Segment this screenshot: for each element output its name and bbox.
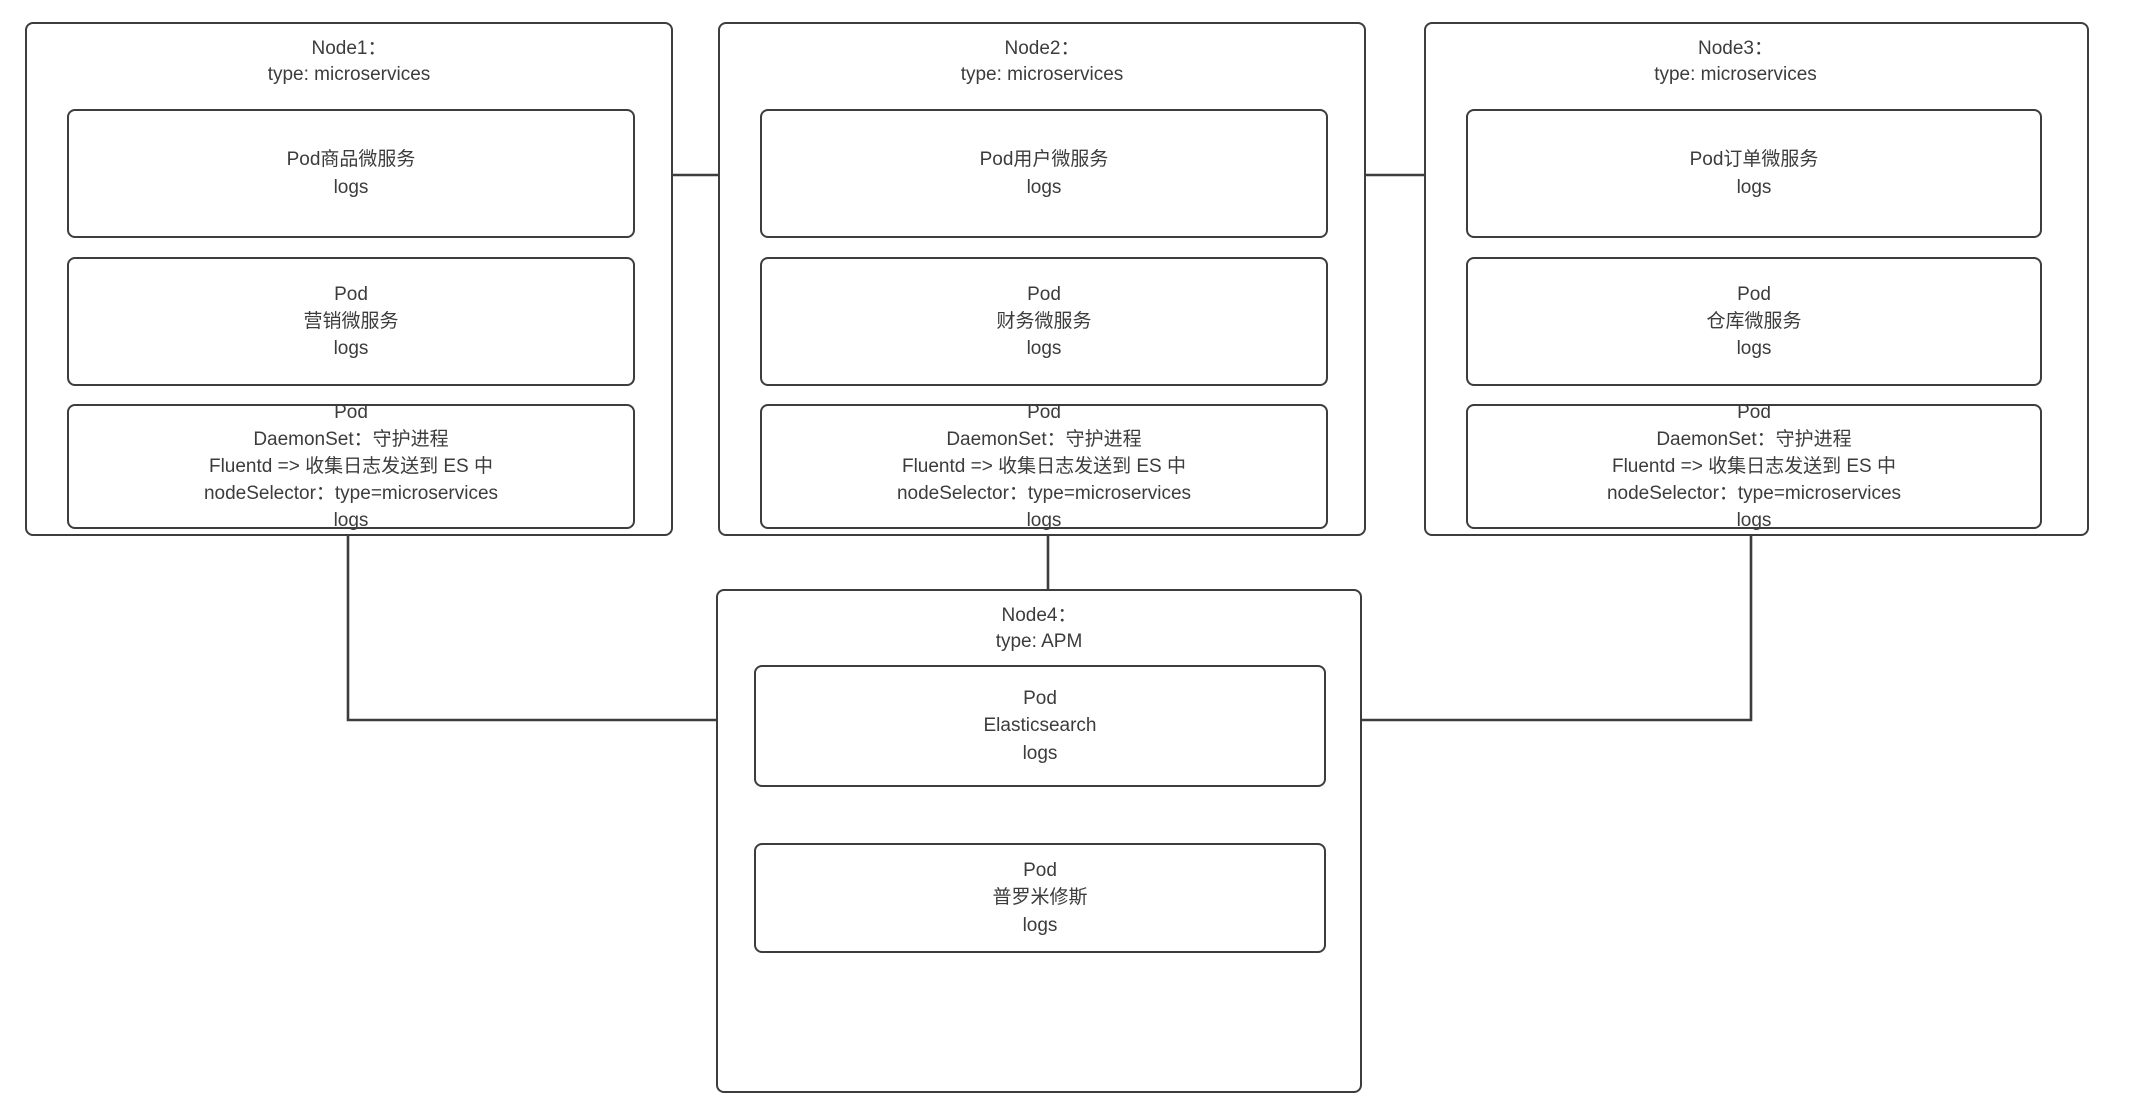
node1-pod-marketing-label: Pod 营销微服务 logs <box>303 283 399 360</box>
node-container-node4[interactable]: Node4： type: APM Pod Elasticsearch logs … <box>716 589 1362 1093</box>
node1-title: Node1： type: microservices <box>267 38 431 86</box>
node3-pod-order[interactable]: Pod订单微服务 logs <box>1466 109 2042 238</box>
edge-node3-daemonset-to-elasticsearch <box>1339 527 1753 729</box>
node4-pod-prometheus[interactable]: Pod 普罗米修斯 logs <box>754 843 1326 953</box>
node3-pod-daemonset-label: Pod DaemonSet：守护进程 Fluentd => 收集日志发送到 ES… <box>1606 401 1902 532</box>
node1-pod-product[interactable]: Pod商品微服务 logs <box>67 109 635 238</box>
node1-pod-daemonset[interactable]: Pod DaemonSet：守护进程 Fluentd => 收集日志发送到 ES… <box>67 402 635 531</box>
node4-pod-elasticsearch[interactable]: Pod Elasticsearch logs <box>754 665 1326 787</box>
node-container-node2[interactable]: Node2： type: microservices Pod用户微服务 logs… <box>718 22 1366 536</box>
node-container-node3[interactable]: Node3： type: microservices Pod订单微服务 logs… <box>1424 22 2089 536</box>
node-container-node1[interactable]: Node1： type: microservices Pod商品微服务 logs… <box>25 22 673 536</box>
node4-pod-prometheus-label: Pod 普罗米修斯 logs <box>992 860 1088 936</box>
node3-pod-order-label: Pod订单微服务 logs <box>1689 149 1819 198</box>
node4-title: Node4： type: APM <box>995 605 1083 653</box>
node3-pod-warehouse[interactable]: Pod 仓库微服务 logs <box>1466 257 2042 386</box>
node2-pod-user[interactable]: Pod用户微服务 logs <box>760 109 1328 238</box>
node1-pod-daemonset-label: Pod DaemonSet：守护进程 Fluentd => 收集日志发送到 ES… <box>203 401 499 532</box>
node1-pod-marketing[interactable]: Pod 营销微服务 logs <box>67 257 635 386</box>
node2-pod-daemonset[interactable]: Pod DaemonSet：守护进程 Fluentd => 收集日志发送到 ES… <box>760 402 1328 531</box>
node3-pod-warehouse-label: Pod 仓库微服务 logs <box>1706 283 1802 360</box>
node3-pod-daemonset[interactable]: Pod DaemonSet：守护进程 Fluentd => 收集日志发送到 ES… <box>1466 402 2042 531</box>
edge-node1-daemonset-to-elasticsearch <box>346 527 761 729</box>
node2-pod-user-label: Pod用户微服务 logs <box>979 149 1109 198</box>
node3-title: Node3： type: microservices <box>1654 38 1817 86</box>
node2-pod-finance[interactable]: Pod 财务微服务 logs <box>760 257 1328 386</box>
node2-title: Node2： type: microservices <box>960 38 1124 86</box>
node2-pod-daemonset-label: Pod DaemonSet：守护进程 Fluentd => 收集日志发送到 ES… <box>896 401 1192 532</box>
node4-pod-elasticsearch-label: Pod Elasticsearch logs <box>983 688 1097 764</box>
node1-pod-product-label: Pod商品微服务 logs <box>286 149 416 198</box>
node2-pod-finance-label: Pod 财务微服务 logs <box>996 283 1092 360</box>
